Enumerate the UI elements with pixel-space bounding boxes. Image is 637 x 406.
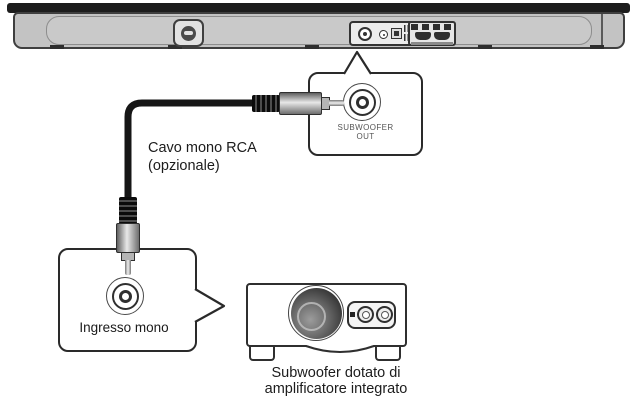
cable-label: Cavo mono RCA (opzionale) — [148, 139, 257, 175]
soundbar-top-edge — [7, 3, 630, 13]
callout-pointer-up — [343, 50, 372, 75]
cable-label-line2: (opzionale) — [148, 158, 220, 174]
rca-plug-top-strain-relief — [252, 95, 280, 112]
subwoofer-out-port-center — [363, 32, 367, 36]
rca-jack-icon-hole — [118, 289, 132, 303]
hdmi-port-icon — [434, 32, 450, 40]
rca-jack-icon-hole — [355, 95, 369, 109]
soundbar-foot — [168, 45, 182, 49]
volume-knob-center — [361, 310, 370, 319]
callout-pointer-right — [194, 288, 226, 323]
crossover-knob-center — [380, 310, 389, 319]
subwoofer-caption-line2: amplificatore integrato — [264, 380, 408, 397]
rca-plug-bottom-strain-relief — [119, 197, 137, 224]
subwoofer-caption-line1: Subwoofer dotato di — [271, 365, 401, 381]
rca-plug-top-body — [279, 92, 322, 115]
hdmi-pin-mark — [422, 24, 429, 30]
rca-plug-bottom-pin — [125, 260, 131, 275]
analog-in-port-center — [382, 33, 385, 36]
hdmi-port-icon — [415, 32, 431, 40]
panel-grill-mark — [404, 34, 409, 41]
hdmi-pin-mark — [433, 24, 440, 30]
soundbar-foot — [590, 45, 604, 49]
soundbar-foot — [478, 45, 492, 49]
rca-jack-icon-ring — [348, 88, 376, 116]
hdmi-label-text — [411, 42, 453, 45]
subwoofer-caption: Subwoofer dotato di amplificatore integr… — [237, 365, 435, 397]
subwoofer-out-label: SUBWOOFER OUT — [308, 123, 423, 141]
soundbar-endcap-line — [601, 14, 603, 47]
hdmi-pin-mark — [411, 24, 418, 30]
panel-grill-mark — [404, 25, 409, 32]
keyhole-slot-icon — [184, 31, 193, 35]
optical-port-center — [394, 31, 399, 36]
mono-input-label: Ingresso mono — [79, 320, 169, 335]
soundbar-foot — [305, 45, 319, 49]
hdmi-pin-mark — [444, 24, 451, 30]
soundbar-foot — [50, 45, 64, 49]
woofer-cone-center — [297, 302, 326, 331]
knob-panel-dot — [350, 312, 355, 317]
subwoofer-out-label-line2: OUT — [356, 132, 375, 141]
subwoofer-out-label-line1: SUBWOOFER — [337, 123, 394, 132]
woofer-cone-ring — [288, 285, 344, 341]
rca-plug-bottom-body — [116, 223, 140, 253]
rca-plug-top-pin — [329, 100, 344, 106]
cable-label-line1: Cavo mono RCA — [148, 140, 257, 156]
soundbar-recessed-panel — [46, 16, 592, 45]
